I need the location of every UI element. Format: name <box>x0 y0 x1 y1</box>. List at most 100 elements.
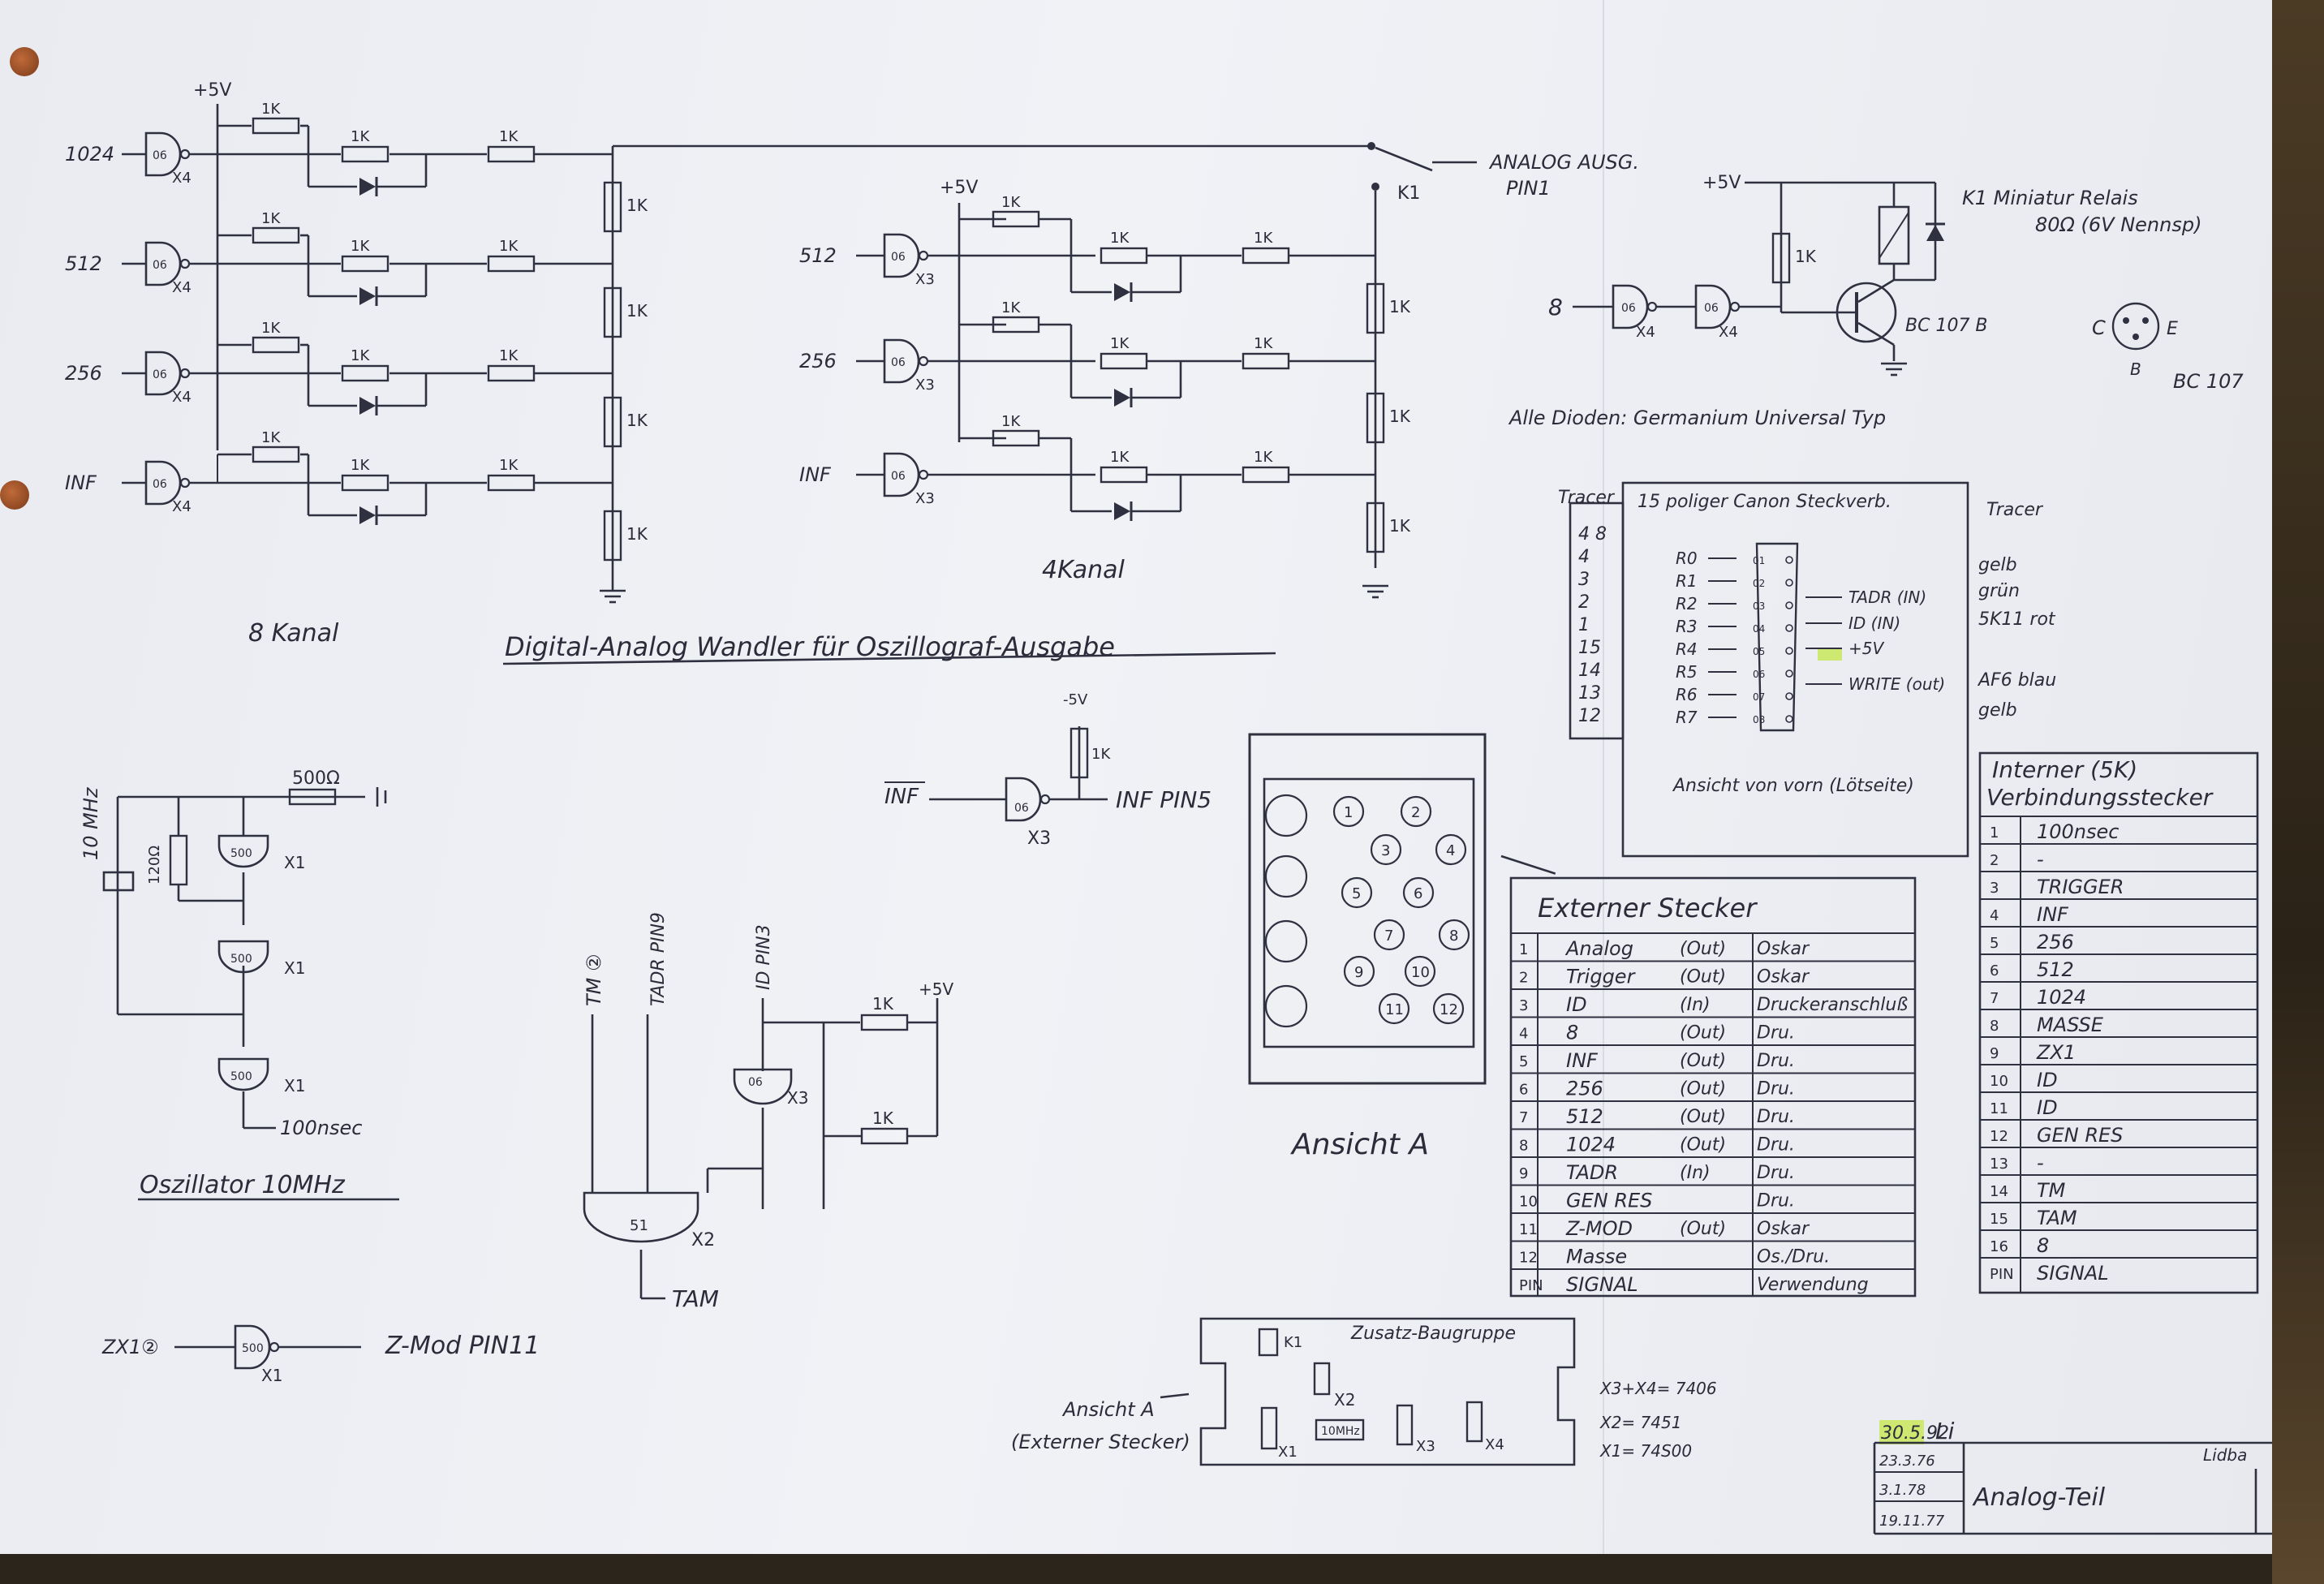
transistor-label: BC 107 B <box>1905 316 1988 336</box>
gate-type-label: 500 <box>230 1070 252 1083</box>
chip-k1: K1 <box>1284 1334 1302 1351</box>
wire-color-label: gelb <box>1978 700 2017 721</box>
ext-direction: (Out) <box>1680 1079 1726 1100</box>
tracer-number: 2 <box>1578 592 1590 613</box>
canon-signal: R0 <box>1676 549 1698 568</box>
int-pin: 1 <box>1990 824 1999 842</box>
tracer-number: 1 <box>1578 615 1590 635</box>
ic-ref-label: X2 <box>691 1230 715 1250</box>
res-label: 1K <box>261 210 281 227</box>
int-pin: 6 <box>1990 962 1999 979</box>
drawing-name: Analog-Teil <box>1972 1483 2106 1512</box>
ic-list-3: X1= 74S00 <box>1599 1441 1692 1461</box>
ext-signal: 512 <box>1566 1105 1603 1128</box>
int-pin: 13 <box>1990 1156 2008 1173</box>
chip-x1: X1 <box>1278 1444 1298 1461</box>
int-pin: 5 <box>1990 935 1999 952</box>
res-label: 1K <box>261 101 281 118</box>
int-pin: 14 <box>1990 1183 2008 1200</box>
dac-8-channel: +5V 8 Kanal 1K 1K 1K 1K <box>193 80 1371 648</box>
res-label: 1K <box>261 320 281 337</box>
ladder-res-label: 1K <box>1389 297 1411 316</box>
revision-date: 19.11.77 <box>1879 1513 1945 1530</box>
ext-pin: 11 <box>1519 1221 1538 1238</box>
int-signal: GEN RES <box>2037 1124 2123 1147</box>
ext-direction: (In) <box>1680 1163 1711 1183</box>
int-pin: 9 <box>1990 1045 1999 1062</box>
int-signal: 8 <box>2037 1234 2049 1257</box>
ladder-res-label: 1K <box>626 411 648 430</box>
internal-table-row: 6 512 <box>1980 953 2257 981</box>
view-a-pin <box>1435 833 1467 866</box>
relay-driver: +5V 1K BC 107 B K1 Miniatur Relais 80Ω (… <box>1508 173 2244 429</box>
view-a-pin-number: 6 <box>1414 885 1422 902</box>
section-4-kanal: 4Kanal <box>1042 556 1125 584</box>
chip-x2: X2 <box>1334 1390 1355 1410</box>
int-signal: 512 <box>2037 958 2074 981</box>
int-signal: 256 <box>2037 931 2074 953</box>
tracer-number: 14 <box>1578 661 1601 681</box>
internal-table-row: 13- <box>1980 1147 2257 1174</box>
int-pin: 2 <box>1990 852 1999 869</box>
ladder-res-label: 1K <box>1389 407 1411 426</box>
int-pin: 7 <box>1990 990 1999 1007</box>
analog-pin-label: PIN1 <box>1506 177 1551 200</box>
canon-pin: 06 <box>1753 669 1765 680</box>
internal-title-2: Verbindungsstecker <box>1986 784 2214 811</box>
ext-direction: (Out) <box>1680 1135 1726 1156</box>
title-block: 30.5.92 Li 23.3.76 3.1.78 19.11.77 Analo… <box>1873 1418 2272 1535</box>
ext-usage: Dru. <box>1757 1107 1795 1127</box>
vcc-label: +5V <box>1702 173 1741 193</box>
author: Lidba <box>2203 1445 2247 1465</box>
res-label: 1K <box>1110 335 1130 352</box>
gate-type-label: 06 <box>153 259 167 272</box>
revision-date: 23.3.76 <box>1879 1453 1935 1470</box>
ext-pin: 10 <box>1519 1194 1538 1211</box>
transistor-pinout-label: BC 107 <box>2173 370 2244 393</box>
pin-b-label: B <box>2130 359 2141 379</box>
view-a-pin <box>1378 992 1410 1025</box>
ic-ref-label: X3 <box>915 490 935 507</box>
ext-pin: 6 <box>1519 1082 1528 1099</box>
relay-title: K1 Miniatur Relais <box>1962 187 2138 209</box>
diodes-note: Alle Dioden: Germanium Universal Typ <box>1508 407 1886 429</box>
view-a-pin <box>1438 919 1470 951</box>
res-label: 1K <box>499 457 519 474</box>
zusatz-pointer-sub: (Externer Stecker) <box>1011 1431 1190 1453</box>
pullup-res-label: 1K <box>1091 746 1111 763</box>
crystal-label: 10 MHz <box>80 786 102 860</box>
tracer-left-label: Tracer <box>1558 488 1616 508</box>
pullup-res-label: 1K <box>872 994 894 1014</box>
int-pin: 10 <box>1990 1073 2008 1090</box>
canon-right-signal: +5V <box>1848 639 1884 658</box>
ext-signal: Analog <box>1564 937 1633 960</box>
view-a-pin <box>1402 876 1435 909</box>
ic-ref-label: X3 <box>1027 829 1051 849</box>
ext-usage: Oskar <box>1757 1219 1810 1239</box>
zmod-block: ZX1② 500 X1 Z-Mod PIN11 <box>101 1324 540 1385</box>
ext-signal: 1024 <box>1566 1134 1616 1156</box>
ladder-res-label: 1K <box>626 524 648 544</box>
gate-type-label: 51 <box>630 1217 648 1234</box>
ext-pin: PIN <box>1519 1277 1543 1294</box>
res-label: 1K <box>351 238 370 255</box>
zmod-label: Z-Mod PIN11 <box>385 1332 540 1360</box>
res-label: 1K <box>1001 194 1021 211</box>
gate-type-label: 500 <box>242 1342 264 1355</box>
ext-pin: 8 <box>1519 1138 1528 1155</box>
view-a-pin <box>1370 833 1402 866</box>
